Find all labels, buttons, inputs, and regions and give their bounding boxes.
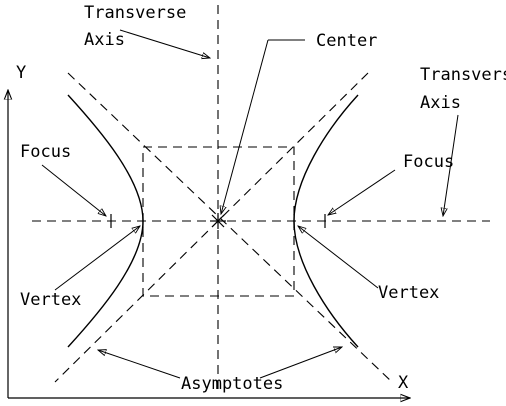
asymptotes-label: Asymptotes: [181, 374, 283, 394]
asymptote-left-leader: [98, 350, 181, 379]
transverse-axis-top-label-line2: Axis: [84, 30, 125, 50]
asymptote-2: [54, 72, 369, 383]
center-leader-arrow: [221, 39, 269, 214]
vertex-right-label: Vertex: [378, 283, 439, 303]
vertex-left-leader: [54, 226, 140, 291]
transverse-axis-right-label-line2: Axis: [420, 93, 461, 113]
asymptote-right-leader: [259, 347, 342, 379]
center-label: Center: [316, 31, 377, 51]
vertex-right-leader: [298, 226, 379, 289]
focus-right-leader: [328, 169, 396, 215]
focus-right-label: Focus: [403, 152, 454, 172]
transverse-axis-top-label-line1: Transverse: [84, 3, 186, 23]
x-axis-label: X: [398, 373, 409, 393]
focus-left-label: Focus: [20, 142, 71, 162]
transverse-axis-right-leader: [443, 114, 459, 216]
center-mark: [210, 213, 226, 229]
asymptote-1: [67, 72, 393, 383]
y-axis-label: Y: [16, 63, 26, 83]
focus-left-leader: [41, 164, 106, 216]
vertex-left-label: Vertex: [20, 290, 81, 310]
transverse-axis-top-leader: [119, 29, 210, 58]
transverse-axis-right-label-line1: Transverse: [420, 65, 506, 85]
